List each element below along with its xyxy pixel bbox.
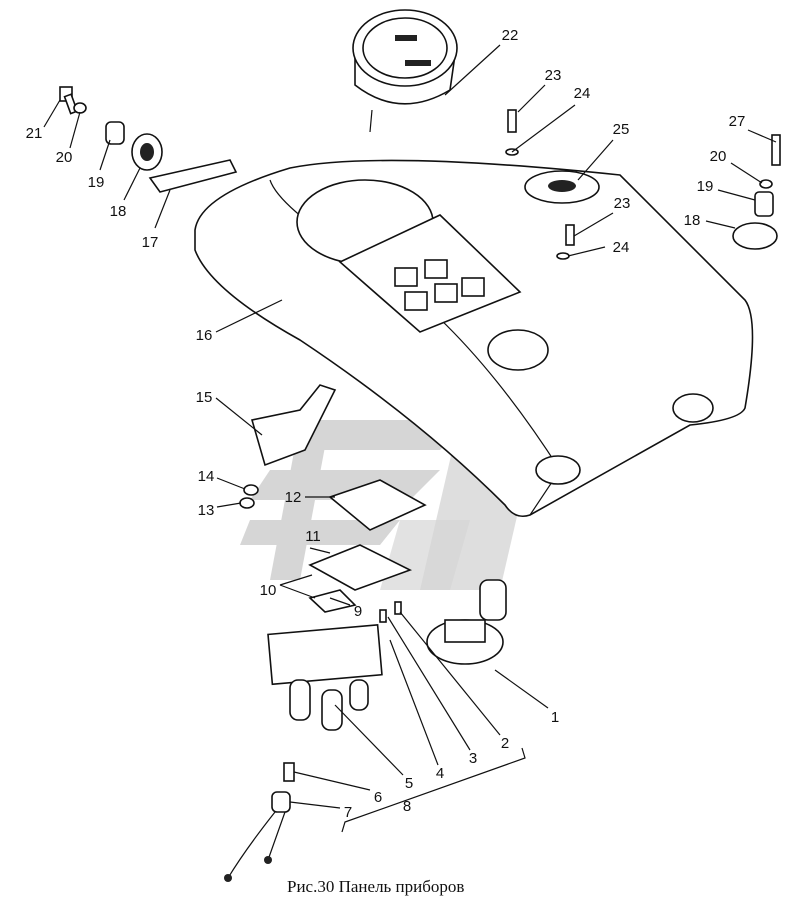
speedometer-22: [352, 9, 458, 133]
callout-20: 20: [56, 149, 73, 166]
callout-27: 27: [729, 113, 746, 130]
callout-7: 7: [344, 804, 352, 821]
callout-2: 2: [501, 735, 509, 752]
callout-21: 21: [26, 125, 43, 142]
callout-25: 25: [613, 121, 630, 138]
callout-1: 1: [551, 709, 559, 726]
callout-14: 14: [198, 468, 215, 485]
callout-6: 6: [374, 789, 382, 806]
callout-24b: 24: [613, 239, 630, 256]
figure-caption: Рис.30 Панель приборов: [287, 877, 464, 896]
callout-10: 10: [260, 582, 277, 599]
leader-lines: [43, 44, 777, 833]
callout-labels: 22 23 24 25 23 24 27 20 19 18 21 20 19 1…: [26, 27, 746, 821]
callout-19-right: 19: [697, 178, 714, 195]
callout-16: 16: [196, 327, 213, 344]
callout-19: 19: [88, 174, 105, 191]
callout-4: 4: [436, 765, 444, 782]
callout-18-right: 18: [684, 212, 701, 229]
callout-12: 12: [285, 489, 302, 506]
callout-9: 9: [354, 603, 362, 620]
instrument-panel-16: [194, 159, 754, 518]
callout-23: 23: [545, 67, 562, 84]
small-parts: [59, 86, 781, 882]
callout-3: 3: [469, 750, 477, 767]
callout-20-right: 20: [710, 148, 727, 165]
callout-17: 17: [142, 234, 159, 251]
callout-8: 8: [403, 798, 411, 815]
callout-15: 15: [196, 389, 213, 406]
callout-23b: 23: [614, 195, 631, 212]
callout-11: 11: [305, 528, 321, 545]
callout-22: 22: [502, 27, 519, 44]
callout-24: 24: [574, 85, 591, 102]
callout-18: 18: [110, 203, 127, 220]
callout-13: 13: [198, 502, 215, 519]
callout-5: 5: [405, 775, 413, 792]
